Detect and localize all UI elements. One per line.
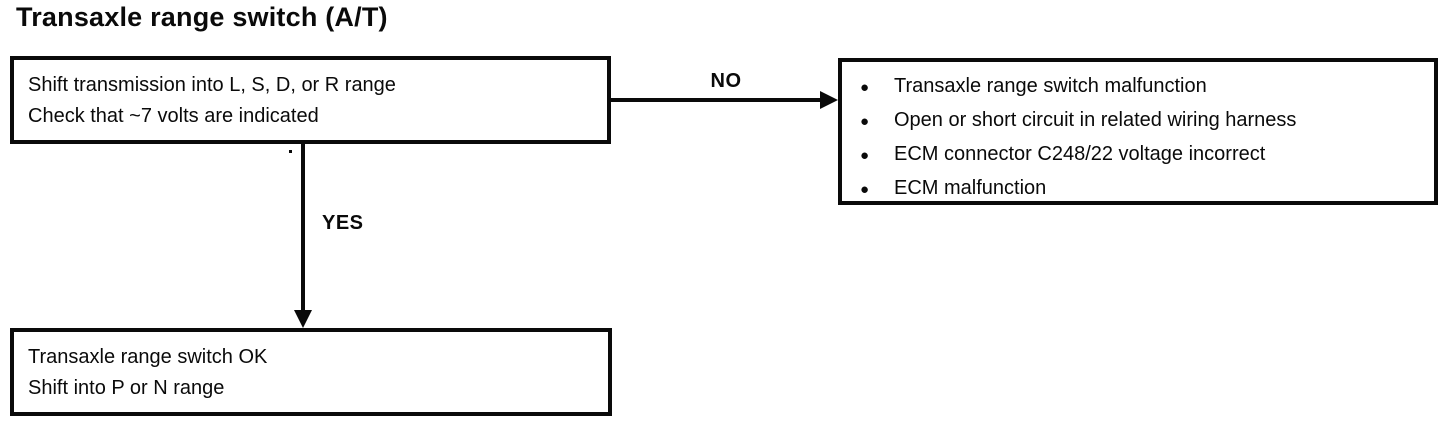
list-item: ● ECM malfunction <box>860 172 1426 206</box>
bullet-icon: ● <box>860 181 870 198</box>
no-branch-label: NO <box>710 70 742 92</box>
yes-arrow-head-icon <box>294 310 312 328</box>
page-title: Transaxle range switch (A/T) <box>16 2 388 32</box>
yes-result-line-1: Transaxle range switch OK <box>28 346 268 368</box>
bullet-icon: ● <box>860 113 870 130</box>
yes-arrow-shaft <box>301 144 305 312</box>
bullet-icon: ● <box>860 147 870 164</box>
list-item: ● Open or short circuit in related wirin… <box>860 104 1426 138</box>
decision-line-2: Check that ~7 volts are indicated <box>28 105 319 127</box>
decision-line-1: Shift transmission into L, S, D, or R ra… <box>28 74 396 96</box>
no-result-box: ● Transaxle range switch malfunction ● O… <box>838 58 1438 205</box>
list-item: ● ECM connector C248/22 voltage incorrec… <box>860 138 1426 172</box>
yes-branch-label: YES <box>322 212 364 234</box>
yes-result-line-2: Shift into P or N range <box>28 377 225 399</box>
list-item: ● Transaxle range switch malfunction <box>860 70 1426 104</box>
no-result-item-3: ECM connector C248/22 voltage incorrect <box>894 143 1266 165</box>
no-result-item-2: Open or short circuit in related wiring … <box>894 109 1297 131</box>
no-arrow-shaft <box>610 98 826 102</box>
no-result-item-1: Transaxle range switch malfunction <box>894 75 1207 97</box>
no-arrow-head-icon <box>820 91 838 109</box>
scan-speck <box>289 150 292 153</box>
yes-result-box: Transaxle range switch OK Shift into P o… <box>10 328 612 416</box>
no-result-item-4: ECM malfunction <box>894 177 1047 199</box>
decision-box: Shift transmission into L, S, D, or R ra… <box>10 56 611 144</box>
bullet-icon: ● <box>860 79 870 96</box>
